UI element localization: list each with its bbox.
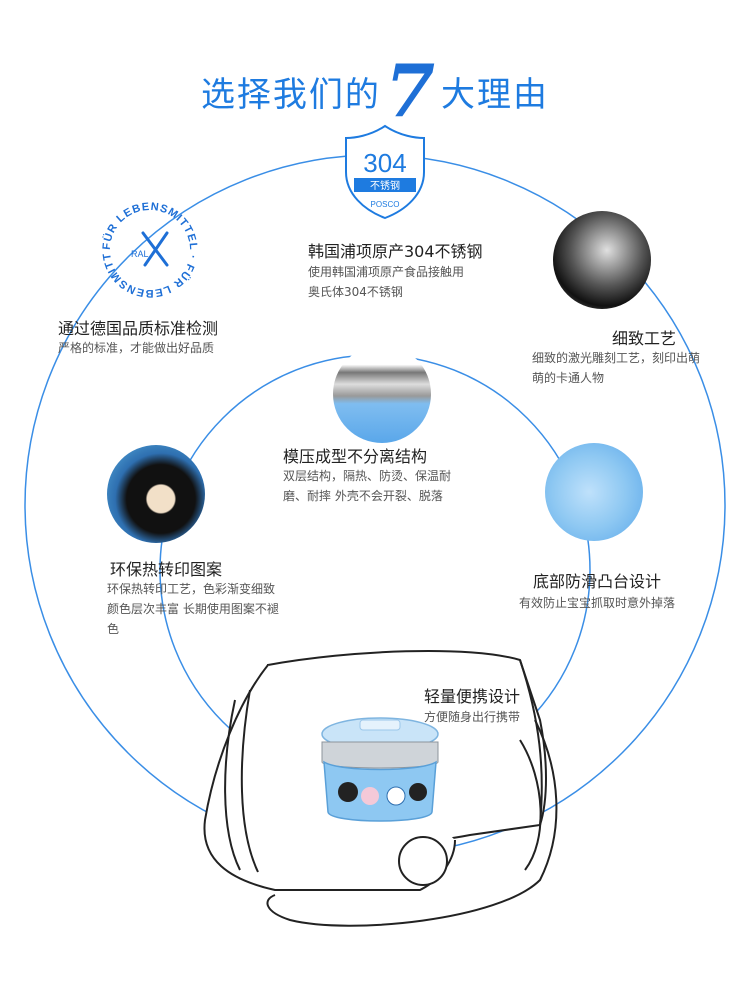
- fork-knife-icon: [141, 231, 169, 267]
- title-prefix: 选择我们的: [200, 75, 381, 115]
- feature-portable-title: 轻量便携设计: [424, 687, 521, 706]
- svg-text:FÜR LEBENSMITTEL · FÜR LEBENSM: FÜR LEBENSMITTEL · FÜR LEBENSMITTEL ·: [95, 195, 199, 299]
- feature-print-desc-line: 色: [107, 622, 120, 636]
- title-number: 7: [384, 48, 438, 133]
- bowl-product-image: [321, 717, 439, 822]
- ral-stamp: FÜR LEBENSMITTEL · FÜR LEBENSMITTEL · RA…: [95, 195, 199, 299]
- lid-detail-image: [333, 345, 431, 443]
- feature-structure-desc: 双层结构，隔热、防烫、保温耐 磨、耐摔 外壳不会开裂、脱落: [283, 466, 451, 506]
- feature-quality-desc-line: 严格的标准，才能做出好品质: [58, 341, 215, 355]
- steel-badge-number: 304: [363, 148, 406, 178]
- feature-antislip-title: 底部防滑凸台设计: [533, 572, 662, 591]
- feature-portable-desc-line: 方便随身出行携带: [424, 710, 521, 724]
- title-suffix: 大理由: [441, 75, 550, 115]
- feature-structure-desc-line: 双层结构，隔热、防烫、保温耐: [283, 469, 452, 483]
- feature-craft-desc: 细致的激光雕刻工艺，刻印出萌 萌的卡通人物: [532, 348, 700, 388]
- feature-structure-title: 模压成型不分离结构: [283, 447, 428, 466]
- feature-print-desc-line: 颜色层次丰富 长期使用图案不褪: [107, 602, 279, 616]
- steel-badge-sub: 不锈钢: [370, 179, 400, 192]
- feature-steel-desc: 使用韩国浦项原产食品接触用 奥氏体304不锈钢: [308, 262, 464, 302]
- feature-antislip-desc-line: 有效防止宝宝抓取时意外掉落: [519, 596, 676, 610]
- ral-ring-text: FÜR LEBENSMITTEL · FÜR LEBENSMITTEL ·: [95, 195, 198, 299]
- base-detail-image: [545, 443, 643, 541]
- feature-steel-title: 韩国浦项原产304不锈钢: [308, 242, 483, 261]
- feature-portable-desc: 方便随身出行携带: [424, 707, 520, 727]
- feature-quality-title: 通过德国品质标准检测: [58, 319, 219, 338]
- feature-structure-desc-line: 磨、耐摔 外壳不会开裂、脱落: [283, 489, 443, 503]
- feature-craft-title: 细致工艺: [612, 329, 677, 348]
- feature-print-title: 环保热转印图案: [110, 560, 223, 579]
- feature-craft-desc-line: 萌的卡通人物: [532, 371, 605, 385]
- steel-detail-image: [553, 211, 651, 309]
- feature-steel-desc-line: 奥氏体304不锈钢: [308, 285, 403, 299]
- feature-steel-desc-line: 使用韩国浦项原产食品接触用: [308, 265, 465, 279]
- ral-mark: RAL: [131, 249, 149, 259]
- steel-304-badge: 304 不锈钢 POSCO: [345, 124, 425, 220]
- feature-print-desc: 环保热转印工艺，色彩渐变细致 颜色层次丰富 长期使用图案不褪 色: [107, 579, 279, 639]
- feature-antislip-desc: 有效防止宝宝抓取时意外掉落: [519, 593, 675, 613]
- feature-quality-desc: 严格的标准，才能做出好品质: [58, 338, 214, 358]
- mickey-pattern-image: [107, 445, 205, 543]
- feature-craft-desc-line: 细致的激光雕刻工艺，刻印出萌: [532, 351, 701, 365]
- feature-print-desc-line: 环保热转印工艺，色彩渐变细致: [107, 582, 276, 596]
- steel-badge-brand: POSCO: [371, 200, 400, 209]
